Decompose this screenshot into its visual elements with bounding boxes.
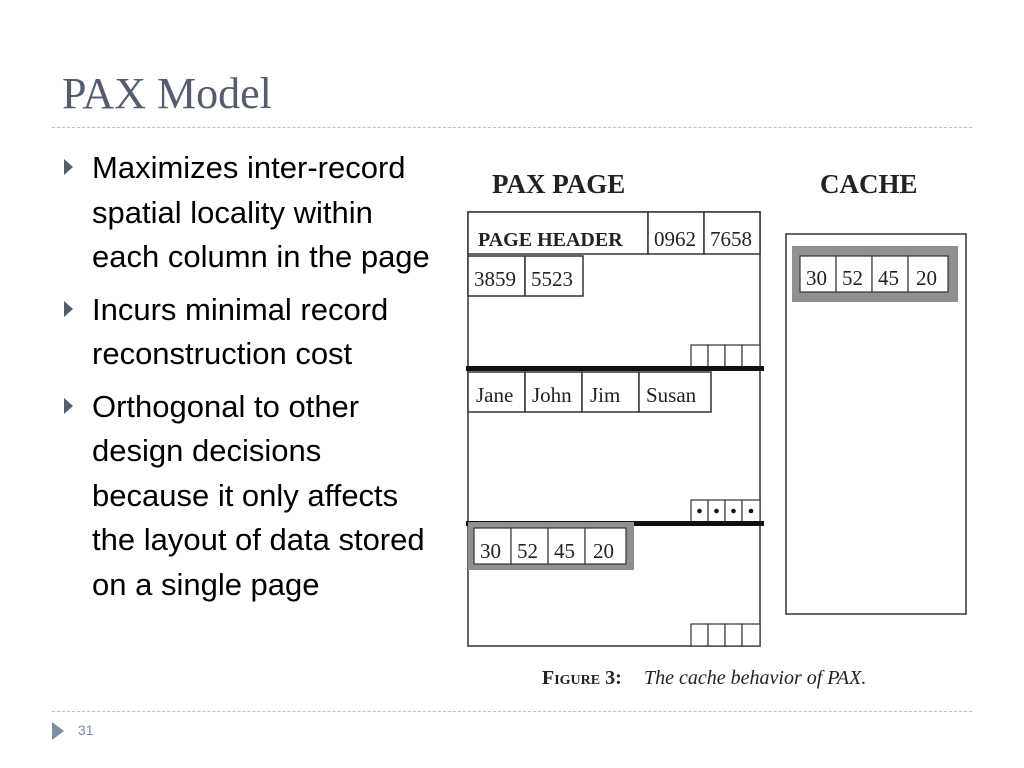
figure-caption-label: Figure 3: xyxy=(542,667,622,689)
id-cell xyxy=(467,255,526,297)
footer-arrow-icon xyxy=(52,722,64,740)
pax-figure-svg: PAX PAGE CACHE PAGE HEADER 0962 7658 385… xyxy=(466,169,967,689)
id-value: 5523 xyxy=(531,267,573,291)
bullet-arrow-icon xyxy=(64,397,73,414)
name-value: Jane xyxy=(476,383,513,407)
page-number: 31 xyxy=(78,722,94,738)
cache-cell xyxy=(907,255,949,293)
header-value: 0962 xyxy=(654,227,696,251)
pax-cache-figure: PAX PAGE CACHE PAGE HEADER 0962 7658 385… xyxy=(462,160,982,700)
bullet-text: Incurs minimal record reconstruction cos… xyxy=(92,291,389,372)
footer-divider xyxy=(52,711,972,712)
age-value: 52 xyxy=(517,539,538,563)
presence-bits xyxy=(690,344,761,368)
bullet-arrow-icon xyxy=(64,300,73,317)
page-header-text: PAGE HEADER xyxy=(478,229,623,251)
age-value: 30 xyxy=(480,539,501,563)
age-value: 45 xyxy=(554,539,575,563)
bullet-item: Orthogonal to other design decisions bec… xyxy=(62,385,432,608)
age-cell xyxy=(510,527,549,565)
header-value-cell xyxy=(703,211,761,255)
title-divider xyxy=(52,127,972,128)
page-header-cell xyxy=(467,211,649,255)
bullet-list: Maximizes inter-record spatial locality … xyxy=(62,146,432,615)
pax-page-label: PAX PAGE xyxy=(492,169,625,199)
age-cell xyxy=(547,527,586,565)
id-value: 3859 xyxy=(474,267,516,291)
cache-value: 30 xyxy=(806,266,827,290)
bullet-text: Maximizes inter-record spatial locality … xyxy=(92,150,430,274)
age-cell xyxy=(473,527,512,565)
cache-cell xyxy=(835,255,873,293)
cache-value: 20 xyxy=(916,266,937,290)
cache-value: 45 xyxy=(878,266,899,290)
cache-label: CACHE xyxy=(820,169,918,199)
presence-bits xyxy=(690,623,761,647)
bullet-arrow-icon xyxy=(64,159,73,175)
name-cell xyxy=(638,371,712,413)
name-cell xyxy=(467,371,526,413)
cache-value: 52 xyxy=(842,266,863,290)
slide-title: PAX Model xyxy=(62,69,272,118)
header-value: 7658 xyxy=(710,227,752,251)
header-value-cell xyxy=(647,211,705,255)
name-value: Susan xyxy=(646,383,697,407)
minipage-separator xyxy=(466,366,764,371)
name-cell xyxy=(581,371,640,413)
name-cell xyxy=(524,371,583,413)
figure-caption-text: The cache behavior of PAX. xyxy=(644,667,866,689)
presence-bits xyxy=(690,499,761,523)
id-cell xyxy=(524,255,584,297)
name-value: John xyxy=(532,383,572,407)
name-value: Jim xyxy=(590,383,620,407)
cache-cell xyxy=(799,255,837,293)
age-value: 20 xyxy=(593,539,614,563)
bullet-item: Maximizes inter-record spatial locality … xyxy=(62,146,432,280)
bullet-text: Orthogonal to other design decisions bec… xyxy=(92,388,425,602)
bullet-item: Incurs minimal record reconstruction cos… xyxy=(62,288,432,377)
age-cell xyxy=(584,527,627,565)
